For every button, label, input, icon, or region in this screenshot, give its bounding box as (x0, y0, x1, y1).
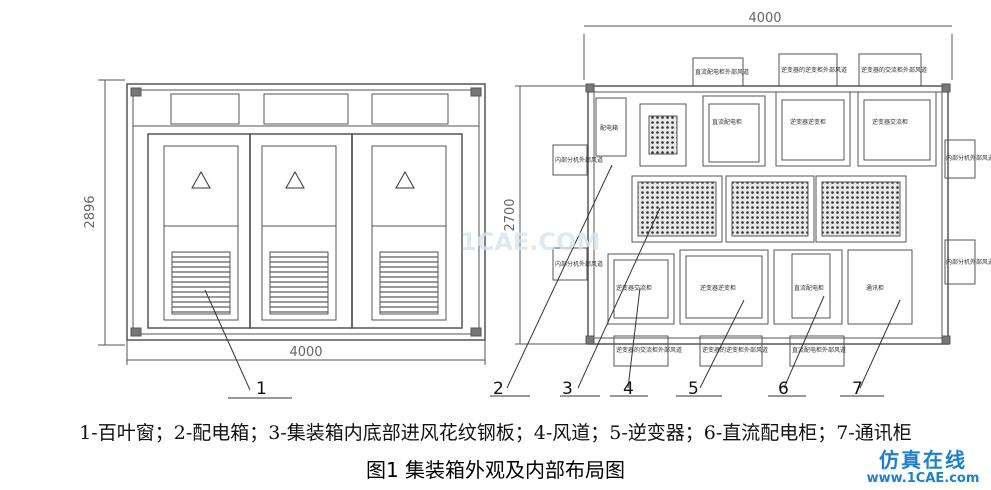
layout-drawing: 2896 4000 (83, 11, 991, 399)
right-view-labels: 配电箱 直流配电柜外部风道 逆变器的逆变柜外部风道 逆变器的交流柜外部风道 直流… (555, 66, 991, 354)
watermark-line-2: www.1CAE.com (866, 471, 980, 486)
left-width-dim: 4000 (289, 345, 322, 360)
label-dc-cabinet-top: 直流配电柜 (712, 118, 742, 126)
label-comm-cabinet: 通讯柜 (866, 284, 884, 292)
label-inverter-ac-bottom: 逆变器交流柜 (616, 284, 652, 292)
label-inv-duct-top-1: 逆变器的逆变柜外部风道 (781, 66, 847, 74)
label-inverter-ac-top: 逆变器交流柜 (872, 118, 908, 126)
left-height-dim: 2896 (83, 195, 98, 228)
right-height-dim: 2700 (503, 198, 518, 231)
label-inverter-cabinet-top: 逆变器逆变柜 (790, 118, 826, 126)
label-inverter-cabinet-bottom: 逆变器逆变柜 (700, 284, 736, 292)
label-inv-duct-bottom-2: 逆变器的逆变柜外部风道 (702, 346, 768, 354)
label-dc-cabinet-bottom: 直流配电柜 (794, 284, 824, 292)
callout-2: 2 (493, 379, 504, 399)
label-distribution-box: 配电箱 (600, 124, 618, 132)
label-inner-split-left-top: 内部分机外部风道 (555, 156, 603, 164)
label-inv-duct-top-2: 逆变器的交流柜外部风道 (861, 66, 927, 74)
center-watermark: 1CAE.COM (460, 228, 600, 256)
left-cabinet-2 (249, 133, 353, 329)
site-watermark: 仿真在线 www.1CAE.com (863, 449, 983, 486)
right-view (490, 25, 976, 397)
right-width-dim: 4000 (748, 11, 781, 26)
label-inner-split-left-bottom: 内部分机外部风道 (555, 260, 603, 268)
label-dc-duct-top: 直流配电柜外部风道 (695, 68, 749, 76)
callout-4: 4 (623, 379, 634, 399)
callout-3: 3 (562, 379, 573, 399)
callout-1: 1 (256, 379, 267, 399)
label-inner-split-right-bottom: 内部分机外部风道 (946, 258, 991, 266)
watermark-line-1: 仿真在线 (879, 448, 967, 472)
left-cabinet-1 (147, 133, 251, 329)
callout-7: 7 (852, 379, 863, 399)
figure-caption: 图1 集装箱外观及内部布局图 (365, 458, 626, 482)
callout-5: 5 (688, 379, 699, 399)
label-inv-duct-bottom-1: 逆变器的交流柜外部风道 (616, 346, 682, 354)
callout-6: 6 (778, 379, 789, 399)
label-inner-split-right-top: 内部分机外部风道 (946, 154, 991, 162)
left-view (98, 79, 486, 399)
callout-numbers: 1 2 3 4 5 6 7 (256, 379, 863, 399)
left-cabinet-3 (351, 133, 463, 329)
label-dc-duct-bottom: 直流配电柜外部风道 (792, 346, 846, 354)
legend-text: 1-百叶窗；2-配电箱；3-集装箱内底部进风花纹钢板；4-风道；5-逆变器；6-… (79, 422, 912, 444)
